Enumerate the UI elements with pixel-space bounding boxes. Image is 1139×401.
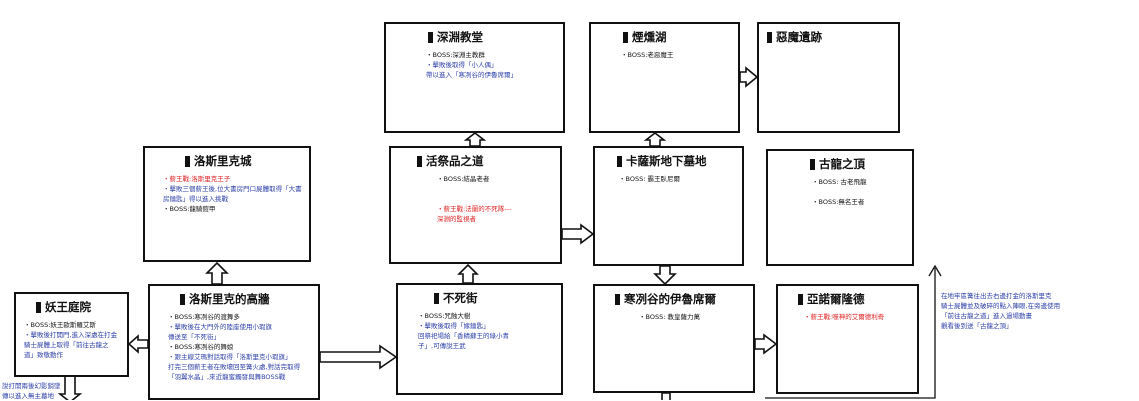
box-emo[interactable]: 惡魔遺跡 xyxy=(757,22,900,133)
box-text-line: ・薪王戰:噬神的艾爾德利奇 xyxy=(804,313,885,321)
box-title: 寒冽谷的伊魯席爾 xyxy=(624,292,716,306)
box-text-line: 深淵的監視者 xyxy=(437,215,476,223)
box-title: 妖王庭院 xyxy=(45,300,91,314)
box-text-line: ・BOSS: 古老飛龍 xyxy=(812,178,867,186)
box-text-line: 傳送至「不死街」 xyxy=(168,333,220,341)
box-title: 洛斯里克的高牆 xyxy=(189,292,270,306)
title-marker-icon xyxy=(617,155,622,167)
box-yanuo[interactable]: 亞諾爾隆德 ・薪王戰:噬神的艾爾德利奇 xyxy=(776,284,919,394)
arrow-down-yaowang xyxy=(57,375,83,400)
box-text-line: 騎士屍體上取得「前往古龍之 xyxy=(24,341,109,349)
box-yaowang[interactable]: 妖王庭院 ・BOSS:妖王歐斯羅艾斯・擊敗後打開門,進入深處在打金 騎士屍體上取… xyxy=(14,292,129,377)
note-right: 在地牢區篝往出去右邊打金的洛斯里克 騎士屍體並及破碎的點入陣眼,在旁邊使用 「前… xyxy=(941,291,1060,331)
box-text-line: 房鑰匙」得以進入挑戰 xyxy=(163,195,228,203)
note-line: 在地牢區篝往出去右邊打金的洛斯里克 xyxy=(941,292,1052,300)
box-gulong[interactable]: 古龍之頂 ・BOSS: 古老飛龍 ・BOSS:無名王者 xyxy=(766,149,914,266)
box-title: 卡薩斯地下墓地 xyxy=(626,154,707,168)
box-shenyuan[interactable]: 深淵教堂 ・BOSS:深淵主教群・擊敗後取得「小人偶」 帶以進入「寒冽谷的伊魯席… xyxy=(384,22,565,133)
box-title: 洛斯里克城 xyxy=(194,154,252,168)
box-text-line: ・BOSS:結晶老者 xyxy=(437,175,490,183)
title-marker-icon xyxy=(798,293,803,305)
box-text-line: ・薪王戰:洛斯里克王子 xyxy=(163,175,231,183)
box-title: 不死街 xyxy=(443,291,478,305)
box-title: 亞諾爾隆德 xyxy=(807,292,865,306)
note-line: 觀看後到送「古龍之頂」 xyxy=(941,322,1013,330)
box-text-line: 「羽翼水晶」,來近龍蜜觸發與舞BOSS戰 xyxy=(168,373,286,381)
box-text-line: ・BOSS:龍騎鎧甲 xyxy=(163,205,216,213)
box-text-line: 帶以進入「寒冽谷的伊魯席爾」 xyxy=(426,71,517,79)
title-marker-icon xyxy=(36,301,41,313)
box-text-line: ・擊敗後在大門外的陸座使用小瑕旗 xyxy=(168,323,272,331)
box-text-line: ・跟主線艾瑪對話取得「洛斯里克小瑕旗」 xyxy=(168,353,292,361)
arrow-up-busi-to-huoji xyxy=(457,263,479,284)
box-text-line: ・BOSS:無名王者 xyxy=(812,198,865,206)
title-marker-icon xyxy=(767,31,772,43)
box-text-line: ・BOSS:寒冽谷的舞娘 xyxy=(168,343,234,351)
arrow-up-huoji-to-shenyuan xyxy=(463,131,487,147)
box-text-line: ・擊敗後取得「小人偶」 xyxy=(426,61,498,69)
box-huoji[interactable]: 活祭品之道 ・BOSS:結晶老者 ・薪王戰:法蘭的不死隊--- 深淵的監視者 xyxy=(389,146,562,264)
box-text-line: ・擊敗後打開門,進入深處在打金 xyxy=(24,331,118,339)
note-line: 「前往古龍之道」進入過場動畫 xyxy=(941,312,1032,320)
box-text-line xyxy=(812,187,904,197)
box-text-line: 子」,可傳說王武 xyxy=(418,342,466,350)
box-text-line: ・擊敗三個薪王後,位大書房門口屍體取得「大書 xyxy=(163,185,302,193)
arrow-down-hanlie xyxy=(661,392,671,400)
title-marker-icon xyxy=(185,155,190,167)
box-gaoqiang[interactable]: 洛斯里克的高牆 ・BOSS:寒冽谷的渡舞多・擊敗後在大門外的陸座使用小瑕旗 傳送… xyxy=(148,284,320,400)
arrow-right-hanlie-to-yanuo xyxy=(754,333,778,355)
title-marker-icon xyxy=(810,158,815,170)
box-text-line: ・BOSS: 霸王臥尼爾 xyxy=(619,175,680,183)
arrow-up-kasasi-to-yanchen xyxy=(643,131,667,147)
note-line: 騎士屍體並及破碎的點入陣眼,在旁邊使用 xyxy=(941,302,1061,310)
box-text-line: ・BOSS:深淵主教群 xyxy=(426,51,485,59)
box-title: 深淵教堂 xyxy=(437,30,483,44)
box-text-line: ・擊敗後取得「嫁鑰匙」 xyxy=(418,322,490,330)
line-note-to-gulong xyxy=(765,268,936,399)
title-marker-icon xyxy=(180,293,185,305)
box-text-line: 打完三個薪王者在敗壞回至篝火處,對話完取得 xyxy=(168,363,301,371)
note-left: 說打開兩後幻影銷墜 傳以進入無主墓地 xyxy=(2,381,61,401)
box-text-line: ・BOSS:寒冽谷的渡舞多 xyxy=(168,313,240,321)
note-line: 說打開兩後幻影銷墜 xyxy=(2,382,61,390)
box-kasasi[interactable]: 卡薩斯地下墓地 ・BOSS: 霸王臥尼爾 xyxy=(593,146,744,266)
box-text-line: ・BOSS: 教皇薩力萬 xyxy=(639,313,700,321)
box-title: 活祭品之道 xyxy=(426,154,484,168)
box-text-line: ・薪王戰:法蘭的不死隊--- xyxy=(437,205,512,213)
title-marker-icon xyxy=(434,292,439,304)
arrow-right-huoji-to-kasasi xyxy=(561,223,595,245)
box-title: 惡魔遺跡 xyxy=(776,30,822,44)
box-busi[interactable]: 不死街 ・BOSS:咒蝕大樹・擊敗後取得「嫁鑰匙」 回祭祀場給「香精蘇王的綠小青… xyxy=(396,283,563,395)
title-marker-icon xyxy=(615,293,620,305)
arrow-up-gaoqiang-to-luosi xyxy=(205,261,229,285)
arrow-right-yanchen-to-emo xyxy=(739,66,759,88)
box-text-line: ・BOSS:妖王歐斯羅艾斯 xyxy=(24,321,96,329)
arrow-left-gaoqiang-to-yaowang xyxy=(127,334,149,354)
box-luosi[interactable]: 洛斯里克城 ・薪王戰:洛斯里克王子・擊敗三個薪王後,位大書房門口屍體取得「大書 … xyxy=(143,146,311,262)
arrow-right-gaoqiang-to-busi xyxy=(319,344,398,370)
title-marker-icon xyxy=(623,31,628,43)
arrowhead-note-to-gulong xyxy=(928,264,942,277)
box-title: 煙燻湖 xyxy=(632,30,667,44)
note-line: 傳以進入無主墓地 xyxy=(2,392,54,400)
box-text-line: 回祭祀場給「香精蘇王的綠小青 xyxy=(418,332,509,340)
box-title: 古龍之頂 xyxy=(819,157,865,171)
title-marker-icon xyxy=(428,31,433,43)
box-text-line: 道」致敬動作 xyxy=(24,351,63,359)
box-hanlie[interactable]: 寒冽谷的伊魯席爾 ・BOSS: 教皇薩力萬 xyxy=(593,284,755,393)
box-text-line xyxy=(437,184,552,194)
title-marker-icon xyxy=(417,155,422,167)
box-text-line: ・BOSS:老惡魔王 xyxy=(621,51,674,59)
box-text-line xyxy=(437,194,552,204)
box-text-line: ・BOSS:咒蝕大樹 xyxy=(418,312,471,320)
arrow-down-kasasi-to-hanlie xyxy=(653,265,677,286)
box-yanchen[interactable]: 煙燻湖 ・BOSS:老惡魔王 xyxy=(589,22,740,133)
